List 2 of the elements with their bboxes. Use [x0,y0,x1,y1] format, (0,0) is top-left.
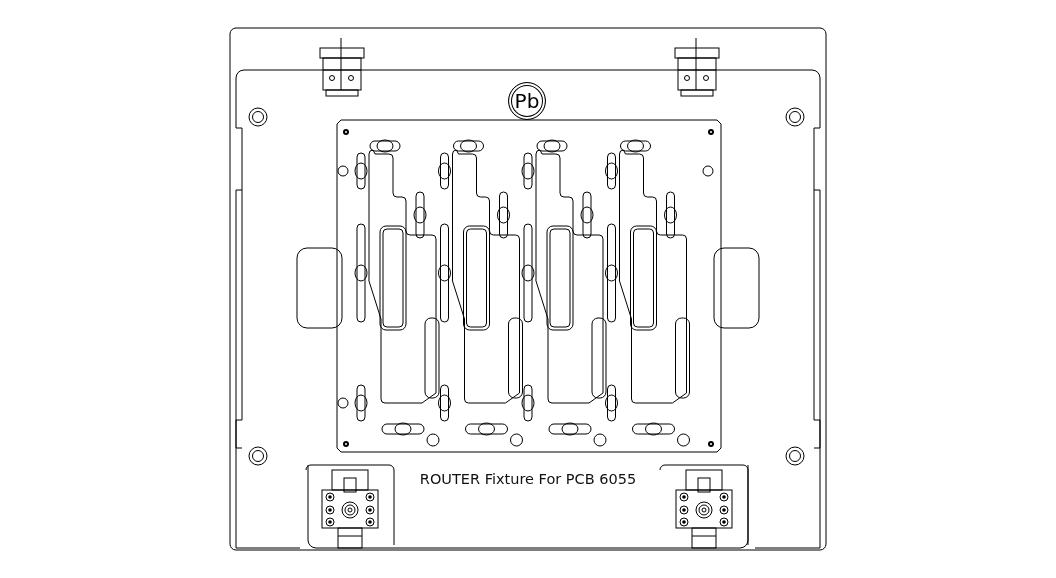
lead-free-mark: Pb [508,82,546,120]
fixture-title: ROUTER Fixture For PCB 6055 [418,471,638,487]
